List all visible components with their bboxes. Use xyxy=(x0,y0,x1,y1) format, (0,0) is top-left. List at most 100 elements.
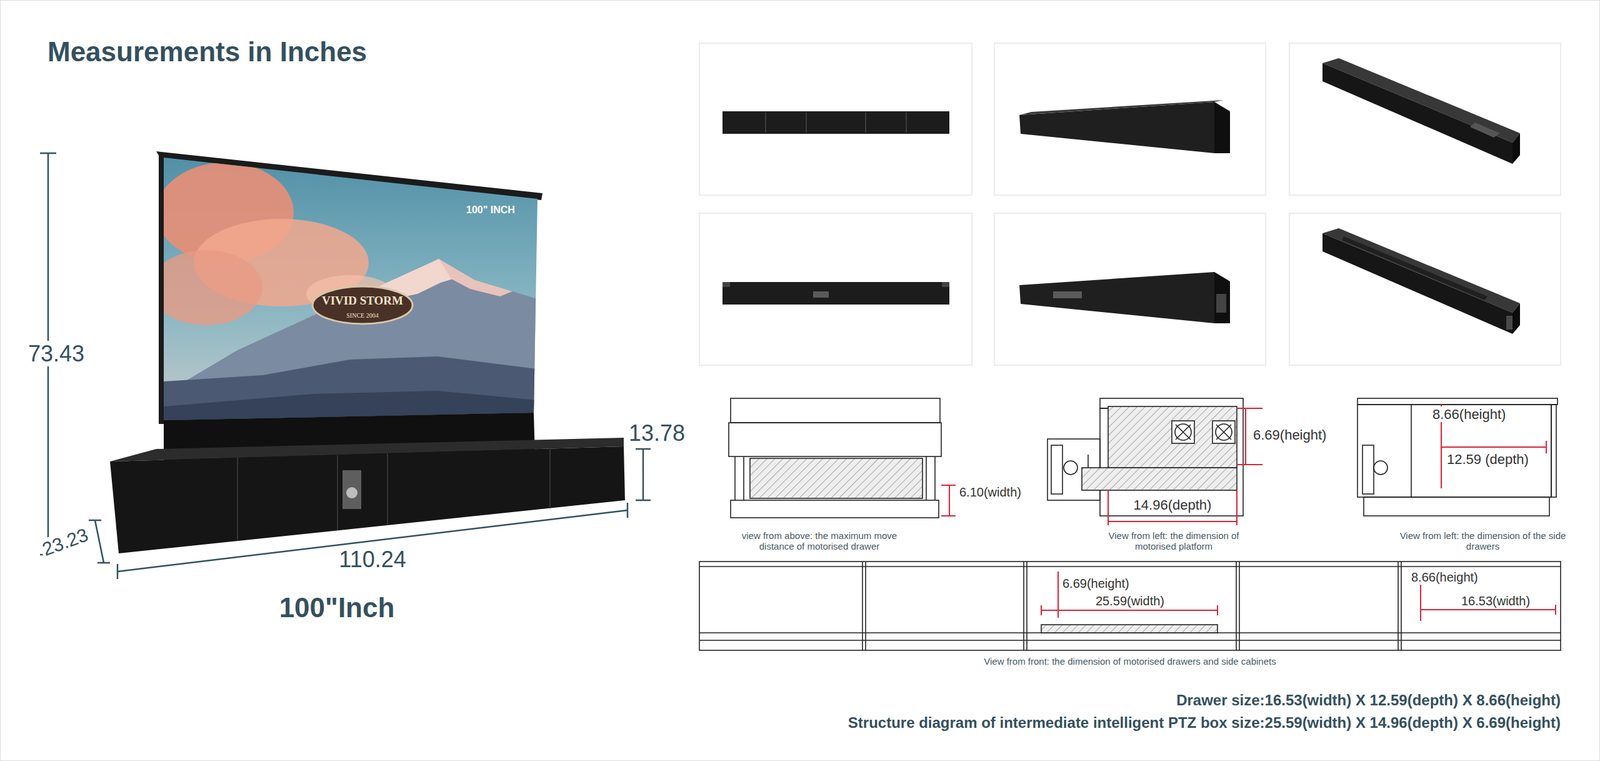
platform-side-view xyxy=(1171,420,1195,444)
photo-panel xyxy=(1289,43,1561,195)
cabinet-view xyxy=(1322,233,1513,334)
cabinet-view xyxy=(722,58,1520,334)
front-view xyxy=(1026,561,1028,650)
cabinet-view xyxy=(905,112,907,133)
screen xyxy=(150,250,263,325)
front-view xyxy=(861,561,864,650)
drawer-top-view xyxy=(734,456,736,500)
screen xyxy=(150,150,544,467)
front-view xyxy=(1235,561,1237,650)
front-view xyxy=(1400,561,1402,650)
front-view xyxy=(699,639,1561,641)
cabinet xyxy=(236,457,239,540)
cabinet-view xyxy=(1322,58,1520,143)
side-drawer-view xyxy=(1373,460,1388,475)
red-dimension xyxy=(1108,520,1237,522)
dimension-label: 8.66(height) xyxy=(1430,406,1508,422)
dimension-line xyxy=(116,563,119,579)
side-drawer-view xyxy=(1363,496,1550,516)
dimension-label: 8.66(height) xyxy=(1409,570,1480,585)
photo-panel xyxy=(1289,213,1561,365)
platform-side-view xyxy=(1108,406,1237,468)
cabinet-view xyxy=(1341,236,1488,300)
view-caption: View from left: the dimension of the sid… xyxy=(1398,530,1568,552)
dimension-label: 6.10(width) xyxy=(959,485,1022,500)
cabinet-view xyxy=(1322,228,1520,313)
dimension-label: 25.59(width) xyxy=(1095,593,1165,609)
dimension-label: 16.53(width) xyxy=(1461,593,1530,609)
platform-side-view xyxy=(1216,424,1232,440)
cabinet xyxy=(336,455,339,530)
platform-side-view xyxy=(1212,420,1235,444)
dimension-label: 6.69(height) xyxy=(1062,576,1130,591)
dimension-label: 110.24 xyxy=(338,546,406,572)
drawer-top-view xyxy=(934,456,936,500)
cabinet-view xyxy=(722,281,950,305)
dimension-line xyxy=(635,448,651,450)
cabinet xyxy=(549,448,551,509)
cabinet xyxy=(110,437,625,554)
screen-size-text: 100" INCH xyxy=(466,204,515,216)
screen xyxy=(312,286,413,324)
cabinet-view xyxy=(805,112,807,133)
photo-panel xyxy=(699,43,972,195)
red-dimension xyxy=(941,484,956,486)
photo-panel xyxy=(994,43,1266,195)
cabinet-view xyxy=(1322,63,1513,164)
dimension-label: 13.78 xyxy=(628,420,685,446)
cabinet xyxy=(346,486,358,499)
dimension-line xyxy=(626,502,629,518)
cabinet-view xyxy=(1512,303,1520,334)
drawer-top-view xyxy=(925,456,927,500)
red-dimension xyxy=(1555,604,1557,615)
screen xyxy=(438,258,513,297)
cabinet-view xyxy=(865,112,867,133)
red-dimension xyxy=(1108,408,1263,525)
cabinet-view xyxy=(1053,291,1082,299)
platform-side-view xyxy=(1215,423,1232,440)
page-title: Measurements in Inches xyxy=(47,36,367,69)
cabinet-view xyxy=(1512,133,1520,164)
size-note: Drawer size:16.53(width) X 12.59(depth) … xyxy=(1176,691,1561,709)
cabinet-view xyxy=(1019,100,1224,115)
front-view xyxy=(1041,624,1218,633)
red-dimension xyxy=(1441,446,1547,448)
red-dimension xyxy=(1236,490,1238,525)
drawer-top-view xyxy=(730,398,940,423)
drawer-top-view xyxy=(750,458,923,499)
front-view xyxy=(1023,561,1025,650)
red-dimension xyxy=(1545,440,1547,454)
logo-text: SINCE 2004 xyxy=(346,311,379,320)
cabinet-view xyxy=(1214,101,1230,154)
cabinet-view xyxy=(1214,271,1230,324)
side-drawer-view xyxy=(1551,404,1557,497)
side-drawer-view xyxy=(1357,398,1558,516)
dimension-label: 23.23 xyxy=(38,523,94,561)
cabinet-view xyxy=(813,291,829,298)
screen xyxy=(163,258,538,425)
red-dimension xyxy=(1041,609,1218,611)
dimension-label: 12.59 (depth) xyxy=(1446,451,1529,467)
photo-panel xyxy=(699,43,1561,365)
front-view xyxy=(699,561,1561,650)
drawer-top-view xyxy=(728,398,942,518)
platform-side-view xyxy=(1175,424,1191,440)
dimension-label: 14.96(depth) xyxy=(1133,496,1212,513)
size-heading: 100"Inch xyxy=(279,591,395,624)
red-dimension xyxy=(1420,608,1556,610)
front-view xyxy=(865,561,867,650)
dimension-line xyxy=(88,519,102,522)
cabinet-view xyxy=(1019,101,1215,154)
side-drawer-view xyxy=(1357,404,1552,497)
cabinet xyxy=(386,453,389,525)
cabinet-view xyxy=(722,111,950,134)
red-dimension xyxy=(941,485,956,516)
platform-side-view xyxy=(1216,424,1232,440)
dimension-line xyxy=(40,152,57,155)
red-dimension xyxy=(1236,463,1263,465)
cabinet-view xyxy=(1216,293,1227,313)
cabinet-view xyxy=(1506,315,1513,330)
